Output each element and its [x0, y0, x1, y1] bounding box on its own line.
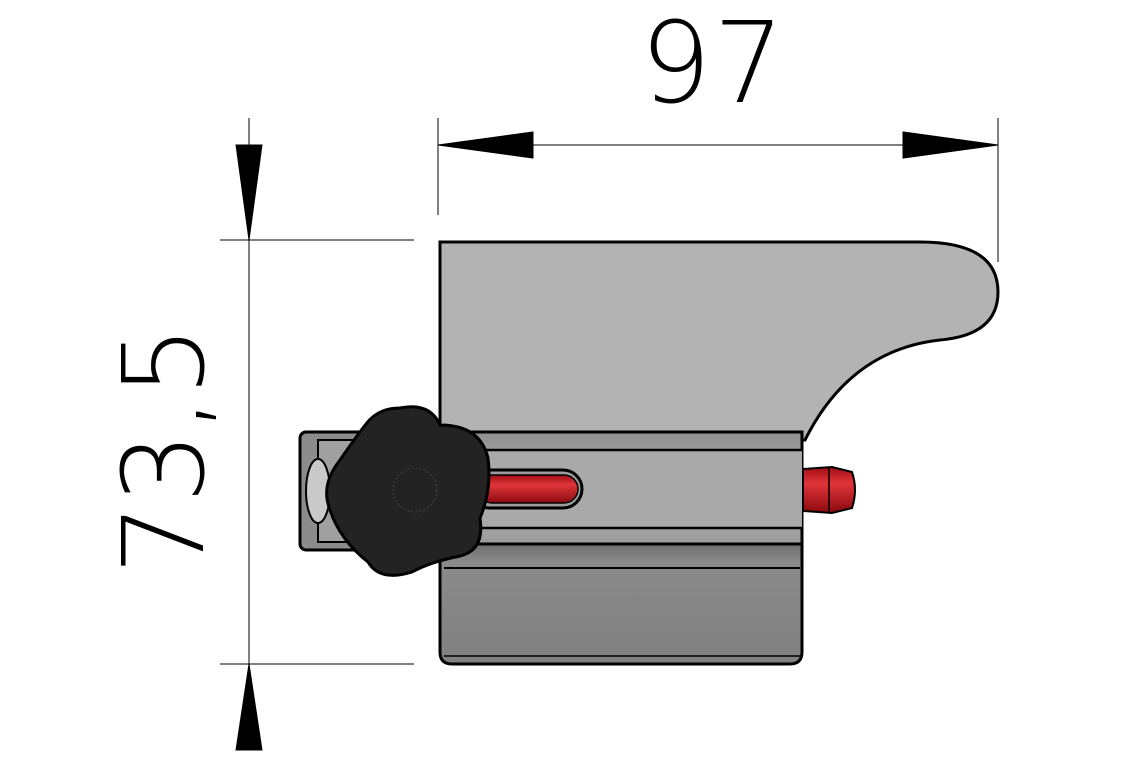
bracket-body — [438, 240, 1000, 666]
end-pin — [802, 465, 856, 515]
arrow-down-icon — [235, 144, 263, 241]
height-dimension-label: 73,5 — [100, 325, 230, 575]
arrow-right-icon — [902, 131, 999, 159]
width-dimension — [437, 118, 999, 262]
star-knob — [325, 405, 491, 577]
width-dimension-label: 97 — [640, 0, 787, 129]
slot-pin — [468, 468, 584, 510]
arrow-up-icon — [235, 663, 263, 751]
arrow-left-icon — [437, 131, 534, 159]
height-dimension — [220, 118, 414, 751]
